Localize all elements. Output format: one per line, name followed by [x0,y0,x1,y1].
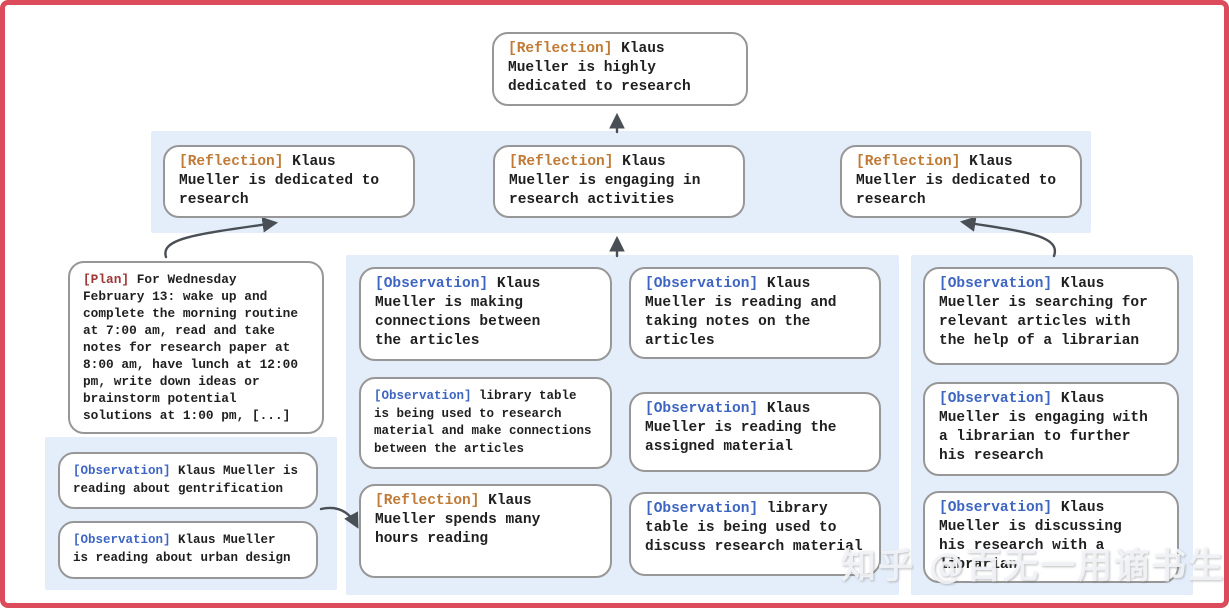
node-row2-left-reflection: [Reflection] Klaus Mueller is dedicated … [163,145,415,218]
node-obs-library-table-discuss: [Observation] library table is being use… [629,492,881,576]
observation-tag: [Observation] [939,391,1053,407]
node-obs-gentrification: [Observation] Klaus Mueller is reading a… [58,452,318,509]
node-text: library table is being used to discuss r… [645,501,863,555]
node-text: Klaus Mueller spends many hours reading [375,493,541,547]
reflection-tag: [Reflection] [508,41,613,57]
observation-tag: [Observation] [375,276,489,292]
plan-tag: [Plan] [83,272,130,287]
observation-tag: [Observation] [73,464,171,478]
node-obs-engaging-librarian: [Observation] Klaus Mueller is engaging … [923,382,1179,476]
node-obs-searching-articles: [Observation] Klaus Mueller is searching… [923,267,1179,365]
node-obs-urban-design: [Observation] Klaus Mueller is reading a… [58,521,318,579]
observation-tag: [Observation] [374,389,472,403]
node-obs-library-table-research: [Observation] library table is being use… [359,377,612,469]
node-text: Klaus Mueller is engaging with a librari… [939,391,1148,464]
observation-tag: [Observation] [73,533,171,547]
zhihu-watermark: 知乎 @百无一用谪书生 [841,547,1226,587]
node-text: Klaus Mueller is engaging in research ac… [509,154,701,208]
node-text: Klaus Mueller is reading about gentrific… [73,464,299,496]
node-obs-discussing-librarian: [Observation] Klaus Mueller is discussin… [923,491,1179,583]
node-text: Klaus Mueller is dedicated to research [179,154,380,208]
node-obs-making-connections: [Observation] Klaus Mueller is making co… [359,267,612,361]
node-text: Klaus Mueller is reading about urban des… [73,533,291,565]
node-text: Klaus Mueller is discussing his research… [939,500,1122,573]
reflection-tag: [Reflection] [375,493,480,509]
observation-tag: [Observation] [645,276,759,292]
observation-tag: [Observation] [939,500,1053,516]
observation-tag: [Observation] [645,501,759,517]
node-reflection-hours-reading: [Reflection] Klaus Mueller spends many h… [359,484,612,578]
node-text: Klaus Mueller is searching for relevant … [939,276,1148,349]
node-obs-assigned-material: [Observation] Klaus Mueller is reading t… [629,392,881,472]
observation-tag: [Observation] [645,401,759,417]
node-text: For Wednesday February 13: wake up and c… [83,272,299,423]
node-text: Klaus Mueller is highly dedicated to res… [508,41,691,95]
node-top-reflection: [Reflection] Klaus Mueller is highly ded… [492,32,748,106]
node-text: library table is being used to research … [374,389,592,456]
node-obs-taking-notes: [Observation] Klaus Mueller is reading a… [629,267,881,359]
reflection-tag: [Reflection] [509,154,614,170]
node-text: Klaus Mueller is making connections betw… [375,276,541,349]
observation-tag: [Observation] [939,276,1053,292]
node-text: Klaus Mueller is reading and taking note… [645,276,837,349]
node-text: Klaus Mueller is reading the assigned ma… [645,401,837,455]
reflection-tag: [Reflection] [856,154,961,170]
node-row2-right-reflection: [Reflection] Klaus Mueller is dedicated … [840,145,1082,218]
node-text: Klaus Mueller is dedicated to research [856,154,1057,208]
reflection-tag: [Reflection] [179,154,284,170]
node-row2-mid-reflection: [Reflection] Klaus Mueller is engaging i… [493,145,745,218]
node-plan: [Plan] For Wednesday February 13: wake u… [68,261,324,434]
